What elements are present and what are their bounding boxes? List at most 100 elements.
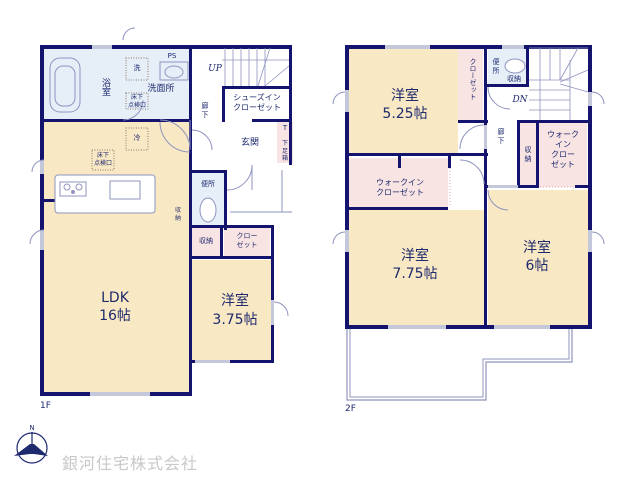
western-size-label: 3.75帖 (212, 312, 258, 328)
window[interactable] (484, 125, 487, 149)
closet-1f-area (224, 228, 270, 256)
wall (345, 325, 592, 329)
closet-label: クロー ゼット (236, 232, 258, 249)
ldk-area (43, 122, 190, 392)
compass: N (12, 424, 52, 466)
western-6-area (488, 190, 588, 325)
entrance-label: 玄関 (240, 138, 259, 148)
storage-small-2f-label: 収納 (507, 75, 521, 83)
storage-small-label: 収 納 (174, 207, 181, 222)
wall (484, 45, 487, 329)
wall (526, 45, 529, 87)
wall (345, 45, 349, 329)
window[interactable] (40, 160, 44, 174)
wall (220, 225, 223, 259)
washroom-area (123, 48, 190, 120)
western-6-size-label: 6帖 (525, 258, 549, 274)
window[interactable] (345, 230, 349, 252)
wall (189, 256, 274, 259)
wic-left-label: ウォークイン クローゼット (376, 178, 424, 197)
t-label: T (282, 124, 288, 132)
western-525-name-label: 洋室 (391, 88, 419, 104)
window[interactable] (90, 392, 150, 396)
ldk-size-label: 16帖 (99, 308, 131, 324)
washroom-label: 洗面所 (147, 84, 175, 94)
wall (517, 120, 520, 188)
wall (345, 207, 448, 210)
wall (487, 84, 529, 87)
wall (536, 120, 539, 188)
dn-label: DN (512, 95, 528, 105)
storage-label: 収納 (199, 237, 213, 245)
hall-area (192, 48, 292, 166)
up-label: UP (208, 64, 222, 74)
wic-right-label: ウォーク イン クロー ゼット (547, 130, 579, 169)
window[interactable] (92, 45, 112, 49)
wall (189, 225, 274, 228)
wall (575, 185, 591, 188)
washer-label: 洗 (133, 64, 141, 72)
floor-2-label: 2F (345, 404, 356, 414)
window[interactable] (345, 90, 349, 112)
wall (222, 86, 292, 89)
wic-right-area (539, 122, 587, 187)
compass-icon (14, 432, 48, 464)
underfloor-hatch-label: 床下 点検口 (127, 94, 146, 109)
window[interactable] (502, 45, 524, 49)
western-525-size-label: 5.25帖 (382, 106, 428, 122)
ldk-name-label: LDK (101, 290, 129, 306)
western-775-area (348, 210, 485, 325)
wall (271, 225, 274, 363)
window[interactable] (271, 300, 274, 325)
closet-vertical-label: クローゼット (469, 58, 477, 100)
company-name: 銀河住宅株式会社 (62, 454, 199, 473)
underfloor-hatch-label: 床下 点検口 (93, 152, 112, 167)
floor-1-label: 1F (40, 401, 51, 411)
western-6-name-label: 洋室 (523, 240, 551, 256)
wall (40, 45, 44, 395)
wall (222, 86, 225, 122)
toilet-label: 便所 (201, 180, 215, 188)
storage-area (192, 228, 220, 256)
wall (40, 119, 190, 122)
western-525-area (348, 48, 458, 153)
wall (252, 119, 292, 122)
storage-2f-area (520, 122, 536, 187)
window[interactable] (588, 92, 592, 106)
wall (189, 360, 274, 363)
western-775-name-label: 洋室 (401, 248, 429, 264)
bath-label: 浴室 (100, 78, 110, 96)
window[interactable] (488, 185, 518, 188)
wall (345, 45, 591, 49)
storage-2f-label: 収 納 (524, 146, 532, 163)
western-375-area (192, 260, 272, 360)
window[interactable] (388, 325, 446, 329)
window[interactable] (494, 325, 550, 329)
wall (448, 156, 451, 168)
fridge-label: 冷 (133, 134, 141, 142)
western-name-label: 洋室 (221, 293, 249, 309)
wall (289, 45, 292, 165)
wall (345, 153, 488, 156)
ps-label: PS (167, 52, 177, 60)
window[interactable] (195, 360, 230, 363)
window[interactable] (588, 230, 592, 252)
wall (189, 45, 192, 395)
toilet-2f-label: 便 所 (492, 58, 500, 75)
window[interactable] (40, 230, 44, 250)
wall (40, 45, 292, 49)
shoe-closet-label: シューズイン クローゼット (233, 93, 281, 112)
hallway-2f-label: 廊 下 (497, 128, 505, 145)
shoe-box-label: 下 足 箱 (281, 140, 288, 162)
western-775-size-label: 7.75帖 (392, 266, 438, 282)
window[interactable] (385, 45, 430, 49)
wall (398, 156, 401, 168)
closet-2f-area (458, 48, 483, 123)
wall (517, 120, 592, 123)
wall (458, 120, 488, 123)
compass-north-label: N (29, 424, 35, 432)
hallway-label: 廊 下 (201, 102, 209, 119)
wall (224, 170, 227, 230)
